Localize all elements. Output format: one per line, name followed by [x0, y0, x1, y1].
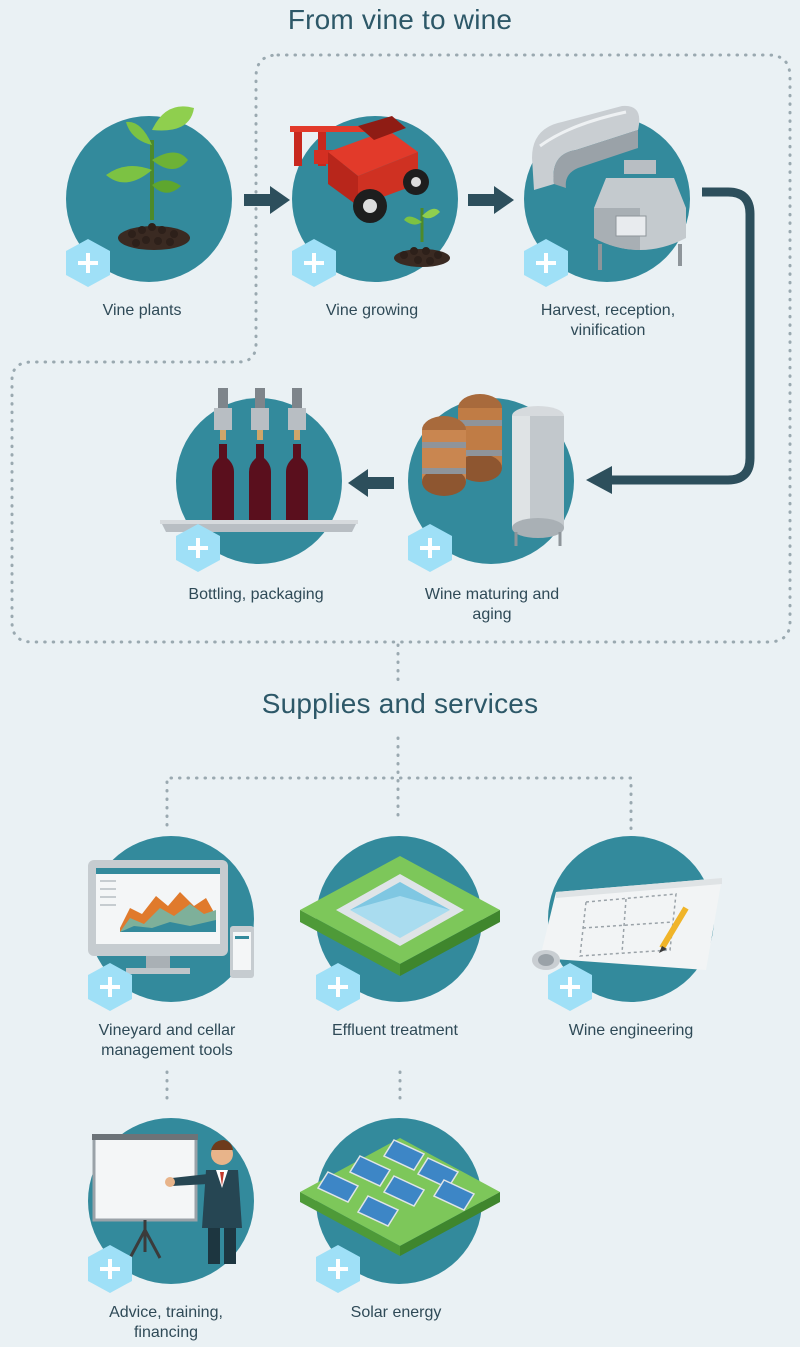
- computer-icon: [88, 860, 254, 978]
- plus-hexagon-icon[interactable]: [548, 963, 592, 1011]
- arrow-left-icon: [348, 469, 394, 497]
- service-label: Solar energy: [350, 1304, 442, 1321]
- bottling-line-icon: [160, 388, 358, 532]
- step-label: Vine growing: [325, 302, 419, 319]
- plus-hexagon-icon[interactable]: [316, 1245, 360, 1293]
- plus-hexagon-icon[interactable]: [176, 524, 220, 572]
- basin-icon: [300, 856, 500, 976]
- plus-hexagon-icon[interactable]: [524, 239, 568, 287]
- service-label: Effluent treatment: [332, 1022, 458, 1039]
- arrow-right-icon: [244, 186, 290, 214]
- tractor-icon: [290, 116, 450, 267]
- plus-hexagon-icon[interactable]: [88, 1245, 132, 1293]
- service-label: Wine engineering: [568, 1022, 694, 1039]
- blueprint-icon: [532, 878, 722, 970]
- plus-hexagon-icon[interactable]: [66, 239, 110, 287]
- plus-hexagon-icon[interactable]: [316, 963, 360, 1011]
- step-label: Wine maturing and aging: [424, 586, 560, 623]
- solar-panels-icon: [300, 1138, 500, 1256]
- service-label: Vineyard and cellar management tools: [98, 1022, 236, 1059]
- presenter-icon: [92, 1134, 242, 1264]
- service-label: Advice, training, financing: [109, 1304, 223, 1341]
- step-label: Bottling, packaging: [188, 586, 324, 603]
- section-title: Supplies and services: [261, 688, 539, 719]
- plus-hexagon-icon[interactable]: [88, 963, 132, 1011]
- step-label: Vine plants: [102, 302, 182, 319]
- press-tank-icon: [532, 105, 686, 270]
- arrow-right-icon: [468, 186, 514, 214]
- plus-hexagon-icon[interactable]: [292, 239, 336, 287]
- step-label: Harvest, reception, vinification: [540, 302, 676, 339]
- barrels-tank-icon: [422, 394, 564, 546]
- page-title: From vine to wine: [287, 4, 513, 35]
- vine-plant-icon: [106, 106, 194, 250]
- plus-hexagon-icon[interactable]: [408, 524, 452, 572]
